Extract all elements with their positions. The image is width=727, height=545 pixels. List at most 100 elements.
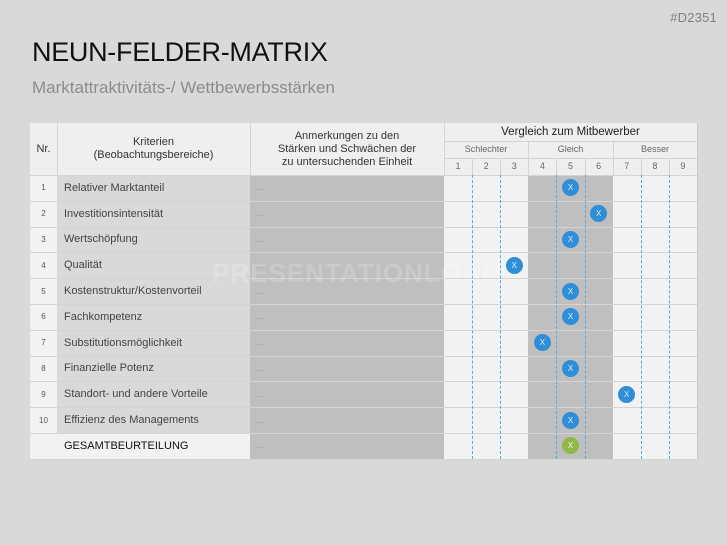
header-scale-6: 6 bbox=[584, 158, 613, 175]
header-scale-4: 4 bbox=[528, 158, 557, 175]
header-scale-7: 7 bbox=[612, 158, 641, 175]
criterion-cell: Kostenstruktur/Kostenvorteil bbox=[57, 278, 250, 304]
row-number: 7 bbox=[30, 329, 57, 356]
row-number: 9 bbox=[30, 381, 57, 408]
row-divider bbox=[30, 226, 697, 228]
header-group-equal: Gleich bbox=[528, 141, 613, 158]
header-col-divider bbox=[444, 123, 445, 175]
header-criteria: Kriterien (Beobachtungsbereiche) bbox=[57, 123, 250, 175]
row-divider bbox=[30, 278, 697, 280]
header-scale-divider bbox=[640, 158, 642, 175]
header-scale-9: 9 bbox=[668, 158, 697, 175]
row-divider bbox=[30, 433, 697, 434]
header-scale-3: 3 bbox=[500, 158, 529, 175]
row-number: 8 bbox=[30, 355, 57, 382]
row-divider bbox=[30, 329, 697, 331]
note-cell[interactable]: ... bbox=[250, 381, 444, 408]
page-subtitle: Marktattraktivitäts-/ Wettbewerbsstärken bbox=[32, 78, 335, 97]
score-marker[interactable]: X bbox=[562, 360, 579, 377]
criterion-cell: Fachkompetenz bbox=[57, 304, 250, 330]
total-note-cell[interactable]: ... bbox=[250, 433, 444, 459]
total-score-marker[interactable]: X bbox=[562, 437, 579, 455]
nine-field-matrix-table: Nr. Kriterien (Beobachtungsbereiche) Anm… bbox=[30, 123, 698, 460]
note-cell[interactable]: ... bbox=[250, 329, 444, 356]
note-cell[interactable]: ... bbox=[250, 304, 444, 330]
total-label: GESAMTBEURTEILUNG bbox=[57, 433, 250, 459]
row-divider bbox=[30, 304, 697, 305]
header-group-better: Besser bbox=[613, 141, 697, 158]
note-cell[interactable]: ... bbox=[250, 200, 444, 227]
row-number: 4 bbox=[30, 252, 57, 279]
criterion-cell: Wertschöpfung bbox=[57, 226, 250, 253]
total-row-number bbox=[30, 433, 57, 459]
header-comparison: Vergleich zum Mitbewerber bbox=[444, 123, 697, 141]
header-scale-2: 2 bbox=[472, 158, 501, 175]
score-marker[interactable]: X bbox=[618, 385, 636, 403]
score-marker[interactable]: X bbox=[562, 411, 579, 429]
table-right-border bbox=[697, 123, 698, 459]
header-scale-1: 1 bbox=[444, 158, 473, 175]
header-col-divider bbox=[250, 123, 251, 175]
header-divider bbox=[444, 158, 697, 159]
header-scale-divider bbox=[668, 158, 670, 175]
row-divider bbox=[30, 458, 697, 460]
row-number: 3 bbox=[30, 226, 57, 253]
header-scale-divider bbox=[472, 158, 474, 175]
header-scale-divider bbox=[528, 158, 530, 175]
row-divider bbox=[30, 252, 697, 254]
header-criteria-line1: Kriterien bbox=[133, 136, 174, 148]
score-marker[interactable]: X bbox=[505, 256, 523, 274]
header-notes-line1: Anmerkungen zu den bbox=[294, 129, 400, 142]
header-group-worse: Schlechter bbox=[444, 141, 528, 158]
score-marker[interactable]: X bbox=[590, 205, 608, 223]
row-divider bbox=[30, 355, 697, 357]
header-criteria-line2: (Beobachtungsbereiche) bbox=[93, 149, 214, 161]
row-number: 6 bbox=[30, 304, 57, 330]
header-scale-5: 5 bbox=[556, 158, 585, 175]
row-divider bbox=[30, 175, 697, 176]
row-number: 2 bbox=[30, 200, 57, 227]
note-cell[interactable]: ... bbox=[250, 407, 444, 433]
criterion-cell: Finanzielle Potenz bbox=[57, 355, 250, 382]
row-divider bbox=[30, 381, 697, 383]
note-cell[interactable]: ... bbox=[250, 278, 444, 304]
header-scale-divider bbox=[500, 158, 502, 175]
note-cell[interactable]: ... bbox=[250, 175, 444, 201]
score-marker[interactable]: X bbox=[562, 308, 579, 326]
dashed-guide bbox=[500, 175, 502, 459]
page-title: NEUN-FELDER-MATRIX bbox=[32, 37, 328, 67]
dashed-guide bbox=[640, 175, 642, 459]
header-notes-line2: Stärken und Schwächen der bbox=[277, 142, 417, 155]
header-divider bbox=[444, 141, 697, 142]
header-scale-divider bbox=[556, 158, 558, 175]
score-marker[interactable]: X bbox=[562, 231, 579, 248]
criterion-cell: Standort- und andere Vorteile bbox=[57, 381, 250, 408]
dashed-guide bbox=[668, 175, 670, 459]
header-notes: Anmerkungen zu den Stärken und Schwächen… bbox=[250, 123, 444, 175]
dashed-guide bbox=[472, 175, 474, 459]
row-number: 1 bbox=[30, 175, 57, 201]
score-marker[interactable]: X bbox=[562, 179, 579, 197]
score-marker[interactable]: X bbox=[533, 334, 551, 352]
score-marker[interactable]: X bbox=[562, 282, 579, 300]
header-notes-line3: zu untersuchenden Einheit bbox=[281, 155, 413, 168]
criterion-cell: Relativer Marktanteil bbox=[57, 175, 250, 201]
criterion-cell: Substitutionsmöglichkeit bbox=[57, 329, 250, 356]
row-number: 5 bbox=[30, 278, 57, 304]
header-col-divider bbox=[57, 123, 58, 175]
note-cell[interactable]: ... bbox=[250, 252, 444, 279]
header-scale-8: 8 bbox=[640, 158, 669, 175]
document-code: #D2351 bbox=[670, 10, 717, 25]
row-divider bbox=[30, 407, 697, 409]
note-cell[interactable]: ... bbox=[250, 355, 444, 382]
dashed-guide bbox=[556, 175, 558, 459]
dashed-guide bbox=[584, 175, 586, 459]
header-nr: Nr. bbox=[30, 123, 57, 175]
row-divider bbox=[30, 200, 697, 202]
row-number: 10 bbox=[30, 407, 57, 433]
header-scale-divider bbox=[584, 158, 586, 175]
criterion-cell: Investitionsintensität bbox=[57, 200, 250, 227]
note-cell[interactable]: ... bbox=[250, 226, 444, 253]
criterion-cell: Effizienz des Managements bbox=[57, 407, 250, 433]
header-scale-divider bbox=[612, 158, 614, 175]
